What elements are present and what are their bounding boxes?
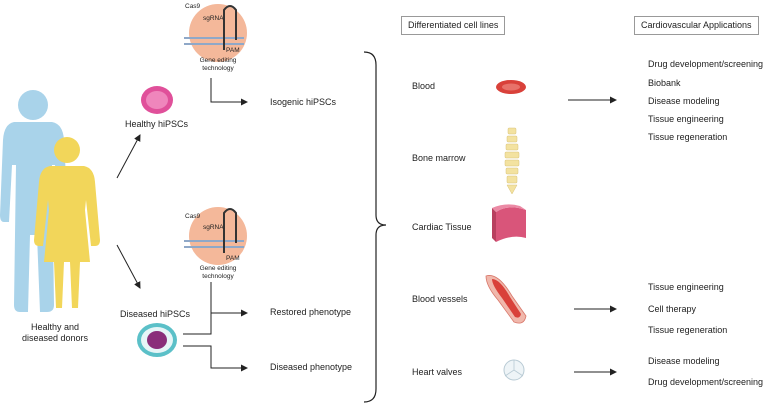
restored-phenotype-label: Restored phenotype	[270, 307, 352, 317]
application-item: Tissue engineering	[648, 114, 724, 124]
cas9-label-bottom: Cas9	[185, 213, 201, 220]
heart-valve-icon	[503, 359, 525, 381]
gene-editing-caption-bottom: Gene editing technology	[188, 265, 248, 280]
application-item: Drug development/screening	[648, 377, 764, 387]
diseased-phenotype-label: Diseased phenotype	[270, 362, 353, 372]
application-item: Disease modeling	[648, 356, 720, 366]
grouping-bracket	[363, 51, 387, 403]
sgrna-label-top: sgRNA	[203, 15, 224, 22]
application-item: Tissue regeneration	[648, 325, 728, 335]
cell-line-blood: Blood	[412, 81, 436, 91]
blood-vessel-icon	[485, 275, 527, 324]
gene-editing-top-icon	[184, 4, 247, 62]
isogenic-hipscs-label: Isogenic hiPSCs	[270, 97, 337, 107]
diseased-hipsc-cell-icon	[137, 323, 177, 357]
cardiac-tissue-icon	[492, 204, 526, 242]
donors-label-line1: Healthy and	[30, 322, 80, 332]
cas9-label-top: Cas9	[185, 3, 201, 10]
application-item: Tissue regeneration	[648, 132, 728, 142]
cell-line-heart-valves: Heart valves	[412, 367, 463, 377]
bone-marrow-icon	[504, 127, 520, 195]
gene-editing-caption-top-line1: Gene editing	[199, 57, 237, 64]
gene-editing-caption-bottom-line2: technology	[202, 272, 234, 280]
arrow-to-restored	[210, 282, 248, 317]
gene-editing-caption-top-line2: technology	[202, 64, 234, 72]
application-item: Drug development/screening	[648, 59, 764, 69]
sgrna-label-bottom: sgRNA	[203, 224, 224, 231]
cell-lines-header: Differentiated cell lines	[401, 16, 506, 35]
arrow-to-diseased	[116, 244, 141, 289]
female-figure-icon	[34, 137, 100, 308]
pam-label-bottom: PAM	[226, 255, 240, 262]
cell-line-cardiac-tissue: Cardiac Tissue	[412, 222, 472, 232]
application-item: Biobank	[648, 78, 681, 88]
gene-editing-caption-top: Gene editing technology	[188, 57, 248, 72]
donors-label-line2: diseased donors	[21, 333, 89, 343]
cell-line-blood-vessels: Blood vessels	[412, 294, 468, 304]
healthy-hipsc-cell-icon	[141, 86, 173, 114]
cell-line-bone-marrow: Bone marrow	[412, 153, 466, 163]
red-blood-cell-icon	[496, 80, 526, 94]
gene-editing-caption-bottom-line1: Gene editing	[199, 265, 237, 272]
gene-editing-bottom-icon	[184, 207, 247, 265]
arrow-to-healthy	[116, 134, 141, 179]
application-item: Tissue engineering	[648, 282, 724, 292]
arrow-to-isogenic	[210, 78, 248, 106]
connector-diseased-up	[183, 313, 212, 335]
application-item: Disease modeling	[648, 96, 720, 106]
healthy-hipscs-label: Healthy hiPSCs	[125, 119, 189, 129]
pam-label-top: PAM	[226, 47, 240, 54]
arrow-to-diseased-phenotype	[183, 345, 248, 372]
donors-label: Healthy and diseased donors	[0, 322, 110, 344]
application-item: Cell therapy	[648, 304, 697, 314]
diseased-hipscs-label: Diseased hiPSCs	[120, 309, 191, 319]
applications-header: Cardiovascular Applications	[634, 16, 759, 35]
